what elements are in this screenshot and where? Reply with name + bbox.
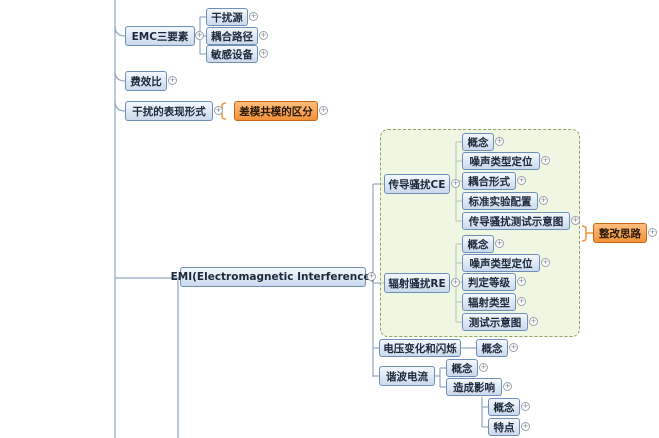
node-sub-features[interactable]: 特点 bbox=[488, 418, 520, 436]
expand-icon-cost-effectiveness[interactable]: + bbox=[168, 76, 177, 85]
node-interference-source[interactable]: 干扰源 bbox=[206, 8, 248, 26]
node-rectification-ideas[interactable]: 整改思路 bbox=[593, 223, 647, 243]
connector bbox=[114, 25, 126, 37]
node-re-concept[interactable]: 概念 bbox=[462, 235, 494, 253]
node-coupling-path[interactable]: 耦合路径 bbox=[206, 27, 258, 45]
expand-icon-ce-concept[interactable]: + bbox=[495, 137, 504, 146]
node-ce-noise-type[interactable]: 噪声类型定位 bbox=[462, 152, 540, 170]
node-ce-standard-setup[interactable]: 标准实验配置 bbox=[462, 192, 538, 210]
expand-icon-re-grade[interactable]: + bbox=[517, 277, 526, 286]
expand-icon-ce-test-diagram[interactable]: + bbox=[571, 216, 580, 225]
node-voltage-flicker[interactable]: 电压变化和闪烁 bbox=[379, 339, 461, 357]
expand-icon-re-concept[interactable]: + bbox=[495, 239, 504, 248]
expand-icon-emi[interactable]: + bbox=[367, 272, 376, 281]
node-ce-test-diagram[interactable]: 传导骚扰测试示意图 bbox=[462, 212, 570, 230]
node-re-noise-type[interactable]: 噪声类型定位 bbox=[462, 254, 540, 272]
expand-icon-interference-source[interactable]: + bbox=[249, 12, 258, 21]
node-sub-concept[interactable]: 概念 bbox=[488, 398, 520, 416]
node-hc-concept[interactable]: 概念 bbox=[446, 359, 478, 377]
expand-icon-re-type[interactable]: + bbox=[517, 297, 526, 306]
expand-icon-ce-coupling-form[interactable]: + bbox=[517, 176, 526, 185]
node-interference-forms[interactable]: 干扰的表现形式 bbox=[125, 101, 213, 121]
node-conducted-emission[interactable]: 传导骚扰CE bbox=[384, 174, 450, 194]
expand-icon-ce-noise-type[interactable]: + bbox=[541, 156, 550, 165]
expand-icon-re-test-diagram[interactable]: + bbox=[529, 317, 538, 326]
node-hc-impact[interactable]: 造成影响 bbox=[446, 378, 502, 396]
expand-icon-conducted-emission[interactable]: + bbox=[451, 179, 460, 188]
expand-icon-ce-standard-setup[interactable]: + bbox=[539, 196, 548, 205]
expand-icon-sensitive-device[interactable]: + bbox=[259, 49, 268, 58]
expand-icon-sub-features[interactable]: + bbox=[521, 422, 530, 431]
expand-icon-differential-common-mode[interactable]: + bbox=[319, 106, 328, 115]
node-sensitive-device[interactable]: 敏感设备 bbox=[206, 45, 258, 63]
node-harmonic-current[interactable]: 谐波电流 bbox=[379, 366, 435, 386]
expand-icon-re-noise-type[interactable]: + bbox=[541, 258, 550, 267]
node-re-grade[interactable]: 判定等级 bbox=[462, 273, 516, 291]
expand-icon-hc-concept[interactable]: + bbox=[479, 363, 488, 372]
node-emi[interactable]: EMI(Electromagnetic Interference) bbox=[171, 267, 375, 287]
summary-bracket bbox=[581, 225, 593, 242]
expand-icon-radiated-emission[interactable]: + bbox=[451, 278, 460, 287]
node-emc-three-elements[interactable]: EMC三要素 bbox=[125, 26, 195, 46]
node-re-type[interactable]: 辐射类型 bbox=[462, 293, 516, 311]
node-differential-common-mode[interactable]: 差模共模的区分 bbox=[234, 101, 318, 121]
node-radiated-emission[interactable]: 辐射骚扰RE bbox=[384, 273, 450, 293]
connector bbox=[114, 100, 126, 112]
node-cost-effectiveness[interactable]: 费效比 bbox=[125, 71, 167, 91]
node-ce-concept[interactable]: 概念 bbox=[462, 133, 494, 151]
expand-icon-emc[interactable]: + bbox=[195, 31, 204, 40]
expand-icon-hc-impact[interactable]: + bbox=[503, 382, 512, 391]
expand-icon-interference-forms[interactable]: + bbox=[214, 106, 223, 115]
node-re-test-diagram[interactable]: 测试示意图 bbox=[462, 313, 528, 331]
expand-icon-coupling-path[interactable]: + bbox=[259, 31, 268, 40]
connector bbox=[114, 70, 126, 82]
expand-icon-rectification-ideas[interactable]: + bbox=[648, 228, 657, 237]
node-ce-coupling-form[interactable]: 耦合形式 bbox=[462, 172, 516, 190]
node-vf-concept[interactable]: 概念 bbox=[476, 339, 508, 357]
expand-icon-sub-concept[interactable]: + bbox=[521, 402, 530, 411]
expand-icon-vf-concept[interactable]: + bbox=[509, 343, 518, 352]
